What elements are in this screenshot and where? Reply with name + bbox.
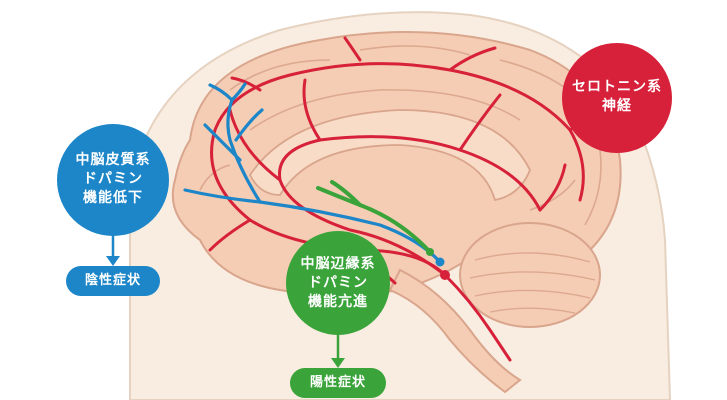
- mesocortical-circle: [57, 124, 169, 236]
- brainstem: [388, 268, 522, 394]
- mesocortical-origin: [435, 257, 445, 267]
- mesolimbic-circle: [286, 231, 390, 335]
- connector-lines: [106, 232, 345, 368]
- mesocortical-pathway: [183, 82, 442, 264]
- negative-symptoms-badge: 陰性症状: [66, 266, 160, 296]
- gyri-lines: [199, 45, 602, 226]
- mesolimbic-origin: [426, 248, 434, 256]
- corpus-callosum: [248, 109, 531, 202]
- positive-symptoms-badge: 陽性症状: [290, 368, 386, 398]
- cerebellum: [459, 222, 601, 328]
- serotonin-circle: [562, 43, 672, 153]
- serotonin-origin: [440, 270, 450, 280]
- mesolimbic-pathway: [316, 180, 432, 254]
